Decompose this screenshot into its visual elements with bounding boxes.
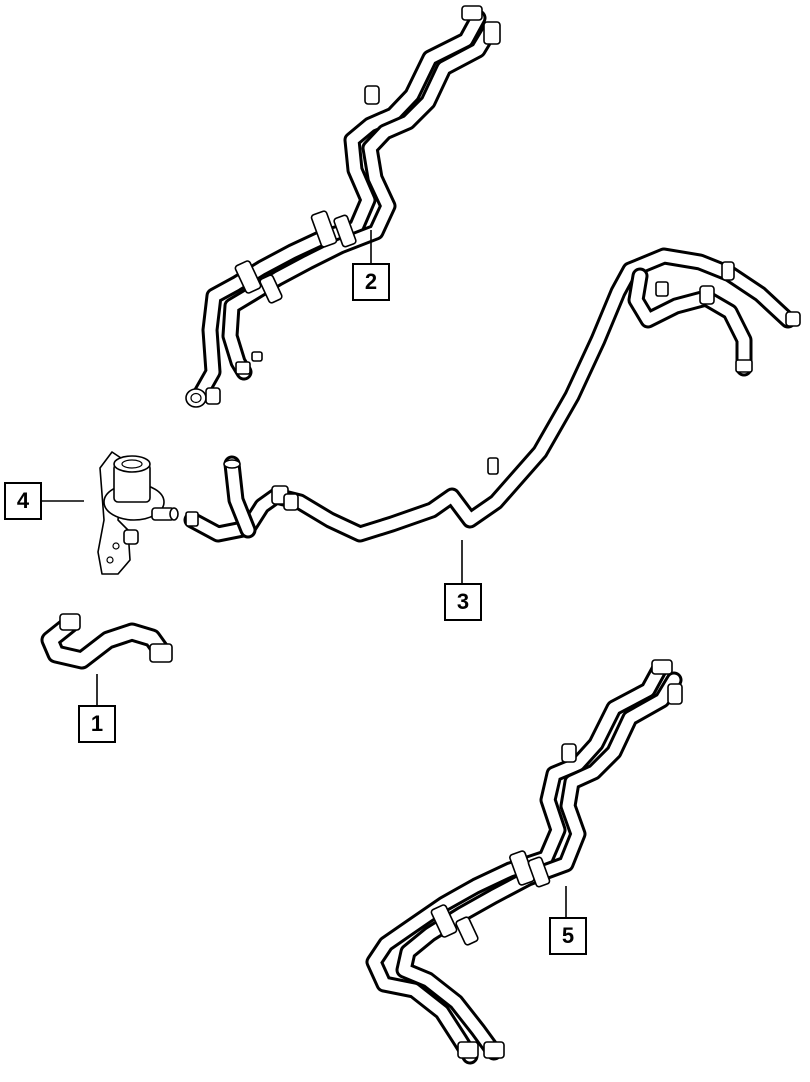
callout-2: 2 <box>352 263 390 301</box>
callout-4: 4 <box>4 482 42 520</box>
callout-1: 1 <box>78 705 116 743</box>
callout-3: 3 <box>444 583 482 621</box>
pump-4-icon <box>97 451 179 575</box>
hose-1-icon <box>40 613 173 670</box>
callout-5: 5 <box>549 917 587 955</box>
hose-assembly-2-icon <box>185 5 501 408</box>
hose-assembly-5-icon <box>365 659 683 1065</box>
hose-assembly-3-icon <box>183 247 801 543</box>
